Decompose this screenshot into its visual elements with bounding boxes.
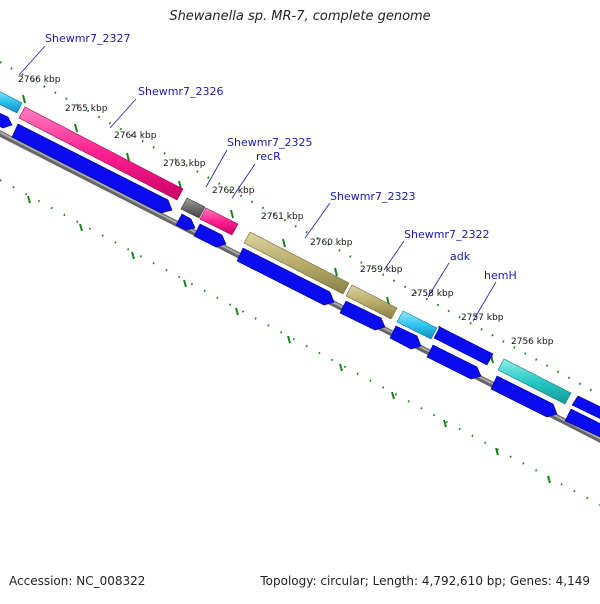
cds-arrow[interactable] (193, 223, 227, 248)
gene-label-shewmr7-2326[interactable]: Shewmr7_2326 (138, 85, 223, 98)
gene-shewmr7-2323-feature[interactable] (243, 231, 350, 295)
inner-dotted-ring (0, 179, 600, 506)
gene-shewmr7-2327-feature[interactable] (0, 89, 23, 114)
cds-arrow[interactable] (564, 408, 600, 439)
kbp-label: 2759 kbp (360, 265, 403, 275)
gene-label-shewmr7-2322[interactable]: Shewmr7_2322 (404, 228, 489, 241)
gene-label-shewmr7-2327[interactable]: Shewmr7_2327 (45, 32, 130, 45)
genome-stats-text: Topology: circular; Length: 4,792,610 bp… (260, 574, 590, 588)
kbp-label: 2761 kbp (261, 212, 304, 222)
cds-arrow[interactable] (389, 325, 422, 350)
cds-arrow[interactable] (11, 123, 173, 214)
map-title: Shewanella sp. MR-7, complete genome (169, 9, 431, 24)
cds-arrow[interactable] (175, 213, 196, 231)
cds-arrow[interactable] (426, 344, 482, 380)
kbp-scale: 2766 kbp 2765 kbp 2764 kbp 2763 kbp 2762… (18, 75, 554, 347)
gene-callouts (18, 45, 497, 322)
gene-shewmr7-2322-feature[interactable] (345, 284, 398, 320)
cds-strand (0, 111, 600, 439)
cds-arrow[interactable] (0, 111, 13, 129)
gene-label-adk[interactable]: adk (450, 250, 471, 263)
kbp-label: 2764 kbp (114, 131, 157, 141)
gene-label-recr[interactable]: recR (256, 150, 281, 163)
gene-label-hemh[interactable]: hemH (484, 269, 517, 282)
kbp-label: 2760 kbp (310, 238, 353, 248)
gene-shewmr7-2326-feature[interactable] (18, 106, 184, 201)
accession-text: Accession: NC_008322 (9, 574, 146, 588)
gene-label-shewmr7-2325[interactable]: Shewmr7_2325 (227, 136, 312, 149)
gene-recr-feature[interactable] (199, 207, 239, 236)
cds-arrow[interactable] (339, 300, 386, 331)
gene-labels: Shewmr7_2327 Shewmr7_2326 Shewmr7_2325 r… (45, 32, 517, 282)
gene-label-shewmr7-2323[interactable]: Shewmr7_2323 (330, 190, 415, 203)
forward-strand (0, 89, 600, 421)
kbp-label: 2762 kbp (212, 186, 255, 196)
gene-edge-feature[interactable] (571, 395, 600, 421)
kbp-label: 2763 kbp (163, 159, 206, 169)
gene-adk-feature[interactable] (396, 310, 438, 340)
cds-arrow[interactable] (490, 375, 558, 418)
cds-arrow[interactable] (236, 247, 335, 306)
kbp-label: 2766 kbp (18, 75, 61, 85)
kbp-label: 2758 kbp (411, 289, 454, 299)
kbp-label: 2756 kbp (511, 337, 554, 347)
cds-arrow[interactable] (433, 326, 494, 366)
gene-hemh-feature[interactable] (497, 358, 572, 405)
kbp-label: 2765 kbp (65, 104, 108, 114)
gene-gray-feature[interactable] (180, 197, 206, 219)
kbp-label: 2757 kbp (461, 313, 504, 323)
